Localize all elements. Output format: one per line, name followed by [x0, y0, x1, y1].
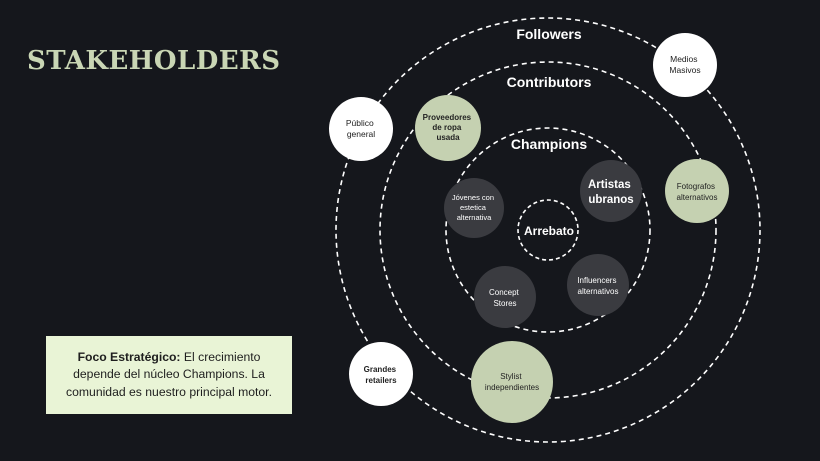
- node-proveedores-ropa[interactable]: Proveedores de ropa usada: [415, 95, 481, 161]
- node-label-line: general: [347, 129, 375, 139]
- page-title: STAKEHOLDERS: [27, 46, 281, 76]
- node-fotografos[interactable]: Fotografos alternativos: [665, 159, 729, 223]
- ring-followers: [335, 17, 761, 443]
- svg-text:Jóvenes con estetica: Jóvenes con estetica alternativa: [452, 193, 496, 222]
- node-influencers[interactable]: Influencers alternativos: [567, 254, 629, 316]
- ring-label-followers: Followers: [516, 26, 582, 42]
- node-label-line: Proveedores: [423, 113, 472, 122]
- ring-champions: [445, 127, 651, 333]
- node-artistas[interactable]: Artistas ubranos: [580, 160, 642, 222]
- callout-label: Foco Estratégico:: [77, 350, 181, 365]
- ring-core: [517, 199, 579, 261]
- svg-text:Stylist independientes: Stylist independientes: [485, 372, 539, 392]
- node-label-line: Concept: [489, 288, 520, 297]
- node-label-line: usada: [436, 133, 460, 142]
- node-label-line: de ropa: [432, 123, 461, 132]
- node-label-line: alternativos: [677, 193, 718, 202]
- node-label-line: Jóvenes con: [452, 193, 494, 202]
- node-grandes-retailers[interactable]: Grandes retailers: [349, 342, 413, 406]
- svg-text:Concept Stores: Concept Stores: [489, 288, 521, 308]
- node-label-line: alternativos: [578, 287, 619, 296]
- core-label: Arrebato: [524, 224, 574, 238]
- node-label-line: alternativa: [457, 213, 492, 222]
- callout-body: El crecimiento depende del núcleo Champi…: [66, 350, 272, 399]
- svg-text:Grandes retailers: Grandes retailers: [364, 365, 399, 385]
- node-label-line: Público: [346, 118, 374, 128]
- node-publico-general[interactable]: Público general: [329, 97, 393, 161]
- node-label-line: Fotografos: [677, 182, 715, 191]
- node-label-line: Stylist: [500, 372, 522, 381]
- node-label-line: Influencers: [577, 276, 616, 285]
- node-label-line: Medios: [670, 54, 697, 64]
- svg-text:Público general: Público general: [346, 118, 376, 139]
- strategic-focus-callout: Foco Estratégico: El crecimiento depende…: [46, 336, 292, 414]
- node-label-line: Stores: [493, 299, 516, 308]
- node-label-line: estetica: [460, 203, 487, 212]
- svg-text:Proveedores de ropa: Proveedores de ropa usada: [423, 113, 474, 142]
- node-medios-masivos[interactable]: Medios Masivos: [653, 33, 717, 97]
- node-jovenes[interactable]: Jóvenes con estetica alternativa: [444, 178, 504, 238]
- svg-text:Influencers alternativ: Influencers alternativos: [577, 276, 618, 296]
- node-label-line: ubranos: [588, 194, 633, 206]
- svg-text:Artistas ubranos: Artistas ubranos: [588, 179, 634, 206]
- node-label-line: Artistas: [588, 179, 631, 191]
- node-label-line: retailers: [365, 376, 397, 385]
- node-concept-stores[interactable]: Concept Stores: [474, 266, 536, 328]
- svg-text:Fotografos alternativo: Fotografos alternativos: [677, 182, 718, 202]
- ring-label-champions: Champions: [511, 136, 587, 152]
- node-stylist[interactable]: Stylist independientes: [471, 341, 553, 423]
- node-label-line: Grandes: [364, 365, 397, 374]
- callout-text: Foco Estratégico: El crecimiento depende…: [56, 349, 282, 400]
- ring-label-contributors: Contributors: [507, 74, 592, 90]
- node-label-line: Masivos: [669, 65, 700, 75]
- node-label-line: independientes: [485, 383, 539, 392]
- svg-text:Medios Masivos: Medios Masivos: [669, 54, 700, 75]
